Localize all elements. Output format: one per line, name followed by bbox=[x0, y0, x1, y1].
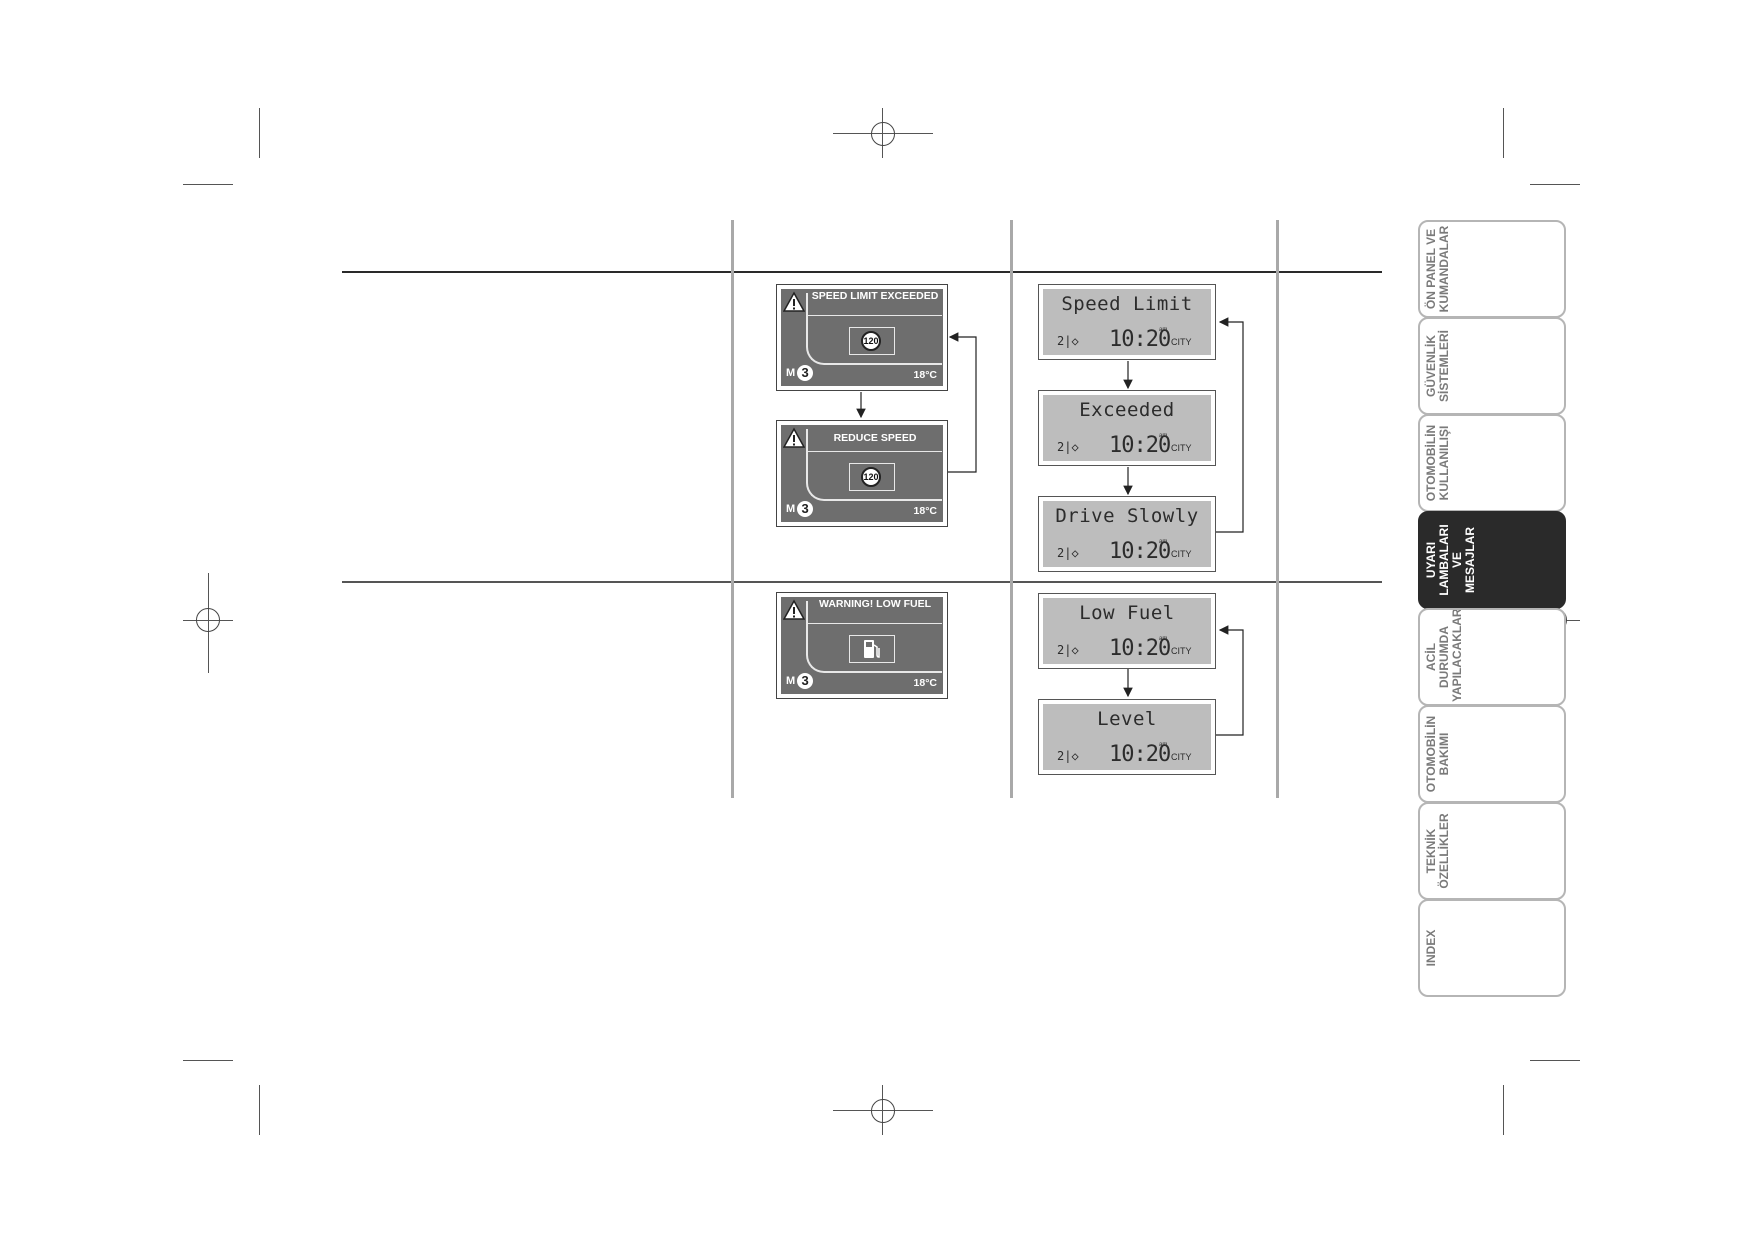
display-title: WARNING! LOW FUEL bbox=[819, 598, 931, 610]
tab-otomobilin-bakimi[interactable]: OTOMOBİLİN BAKIMI bbox=[1418, 705, 1566, 803]
tab-teknik-ozellikler[interactable]: TEKNİK ÖZELLİKLER bbox=[1418, 802, 1566, 900]
temperature-readout: 18°C bbox=[913, 677, 937, 689]
warning-triangle-icon bbox=[783, 427, 805, 448]
temperature-readout: 18°C bbox=[913, 369, 937, 381]
display-title: REDUCE SPEED bbox=[833, 432, 917, 444]
lcd-drive-mode: CITY bbox=[1171, 337, 1192, 347]
registration-circle-icon bbox=[871, 122, 895, 146]
lcd-drive-mode: CITY bbox=[1171, 443, 1192, 453]
lcd-ampm: am bbox=[1159, 539, 1168, 545]
lcd-ampm: am bbox=[1159, 636, 1168, 642]
lcd-ampm: am bbox=[1159, 742, 1168, 748]
table-header-rule bbox=[342, 271, 1382, 273]
lcd-drive-mode: CITY bbox=[1171, 549, 1192, 559]
tab-on-panel-ve-kumandalar[interactable]: ÖN PANEL VE KUMANDALAR bbox=[1418, 220, 1566, 318]
crop-mark bbox=[259, 108, 260, 158]
column-rule bbox=[731, 220, 734, 798]
lcd-clock: 10:20 bbox=[1109, 539, 1171, 564]
lcd-message: Level bbox=[1097, 708, 1157, 730]
lcd-display-exceeded: Exceeded 2|◇ 10:20 am CITY bbox=[1038, 390, 1216, 466]
graphic-display-low-fuel: WARNING! LOW FUEL M 3 18°C bbox=[776, 592, 948, 699]
lcd-display-low-fuel: Low Fuel 2|◇ 10:20 am CITY bbox=[1038, 593, 1216, 669]
display-icon-box: 120 bbox=[849, 463, 895, 491]
lcd-gear: 2|◇ bbox=[1057, 749, 1079, 763]
gear-indicator: M 3 bbox=[786, 501, 814, 517]
warning-triangle-icon bbox=[783, 291, 805, 312]
lcd-message: Speed Limit bbox=[1061, 293, 1193, 315]
column-rule bbox=[1010, 220, 1013, 798]
crop-mark bbox=[1530, 1060, 1580, 1061]
lcd-gear: 2|◇ bbox=[1057, 643, 1079, 657]
gear-indicator: M 3 bbox=[786, 673, 814, 689]
lcd-clock: 10:20 bbox=[1109, 636, 1171, 661]
lcd-message: Drive Slowly bbox=[1055, 505, 1199, 527]
display-icon-box bbox=[849, 635, 895, 663]
tab-guvenlik-sistemleri[interactable]: GÜVENLİK SİSTEMLERİ bbox=[1418, 317, 1566, 415]
lcd-display-drive-slowly: Drive Slowly 2|◇ 10:20 am CITY bbox=[1038, 496, 1216, 572]
lcd-ampm: am bbox=[1159, 327, 1168, 333]
lcd-message: Low Fuel bbox=[1079, 602, 1175, 624]
speed-limit-sign-icon: 120 bbox=[861, 467, 881, 487]
display-title: SPEED LIMIT EXCEEDED bbox=[811, 290, 939, 302]
lcd-ampm: am bbox=[1159, 433, 1168, 439]
lcd-drive-mode: CITY bbox=[1171, 646, 1192, 656]
fuel-pump-icon bbox=[864, 640, 880, 658]
crop-mark bbox=[1503, 1085, 1504, 1135]
crop-mark bbox=[183, 1060, 233, 1061]
lcd-display-speed-limit: Speed Limit 2|◇ 10:20 am CITY bbox=[1038, 284, 1216, 360]
lcd-display-level: Level 2|◇ 10:20 am CITY bbox=[1038, 699, 1216, 775]
lcd-gear: 2|◇ bbox=[1057, 546, 1079, 560]
tab-otomobilin-kullanilisi[interactable]: OTOMOBİLİN KULLANILIŞI bbox=[1418, 414, 1566, 512]
crop-mark bbox=[259, 1085, 260, 1135]
speed-limit-sign-icon: 120 bbox=[861, 331, 881, 351]
tab-acil-durumda-yapilacaklar[interactable]: ACİL DURUMDA YAPILACAKLAR bbox=[1418, 608, 1566, 706]
lcd-gear: 2|◇ bbox=[1057, 334, 1079, 348]
crop-mark bbox=[1530, 184, 1580, 185]
graphic-display-speed-limit-exceeded: SPEED LIMIT EXCEEDED 120 M 3 18°C bbox=[776, 284, 948, 391]
table-row-rule bbox=[342, 581, 1382, 583]
lcd-message: Exceeded bbox=[1079, 399, 1175, 421]
crop-mark bbox=[1503, 108, 1504, 158]
warning-triangle-icon bbox=[783, 599, 805, 620]
temperature-readout: 18°C bbox=[913, 505, 937, 517]
column-rule bbox=[1276, 220, 1279, 798]
lcd-drive-mode: CITY bbox=[1171, 752, 1192, 762]
lcd-gear: 2|◇ bbox=[1057, 440, 1079, 454]
gear-indicator: M 3 bbox=[786, 365, 814, 381]
registration-circle-icon bbox=[196, 608, 220, 632]
display-icon-box: 120 bbox=[849, 327, 895, 355]
lcd-clock: 10:20 bbox=[1109, 327, 1171, 352]
crop-mark bbox=[183, 184, 233, 185]
lcd-clock: 10:20 bbox=[1109, 433, 1171, 458]
graphic-display-reduce-speed: REDUCE SPEED 120 M 3 18°C bbox=[776, 420, 948, 527]
tab-uyari-lambalari-ve-mesajlar[interactable]: UYARI LAMBALARI VE MESAJLAR bbox=[1418, 511, 1566, 609]
tab-index[interactable]: INDEX bbox=[1418, 899, 1566, 997]
lcd-clock: 10:20 bbox=[1109, 742, 1171, 767]
registration-circle-icon bbox=[871, 1099, 895, 1123]
